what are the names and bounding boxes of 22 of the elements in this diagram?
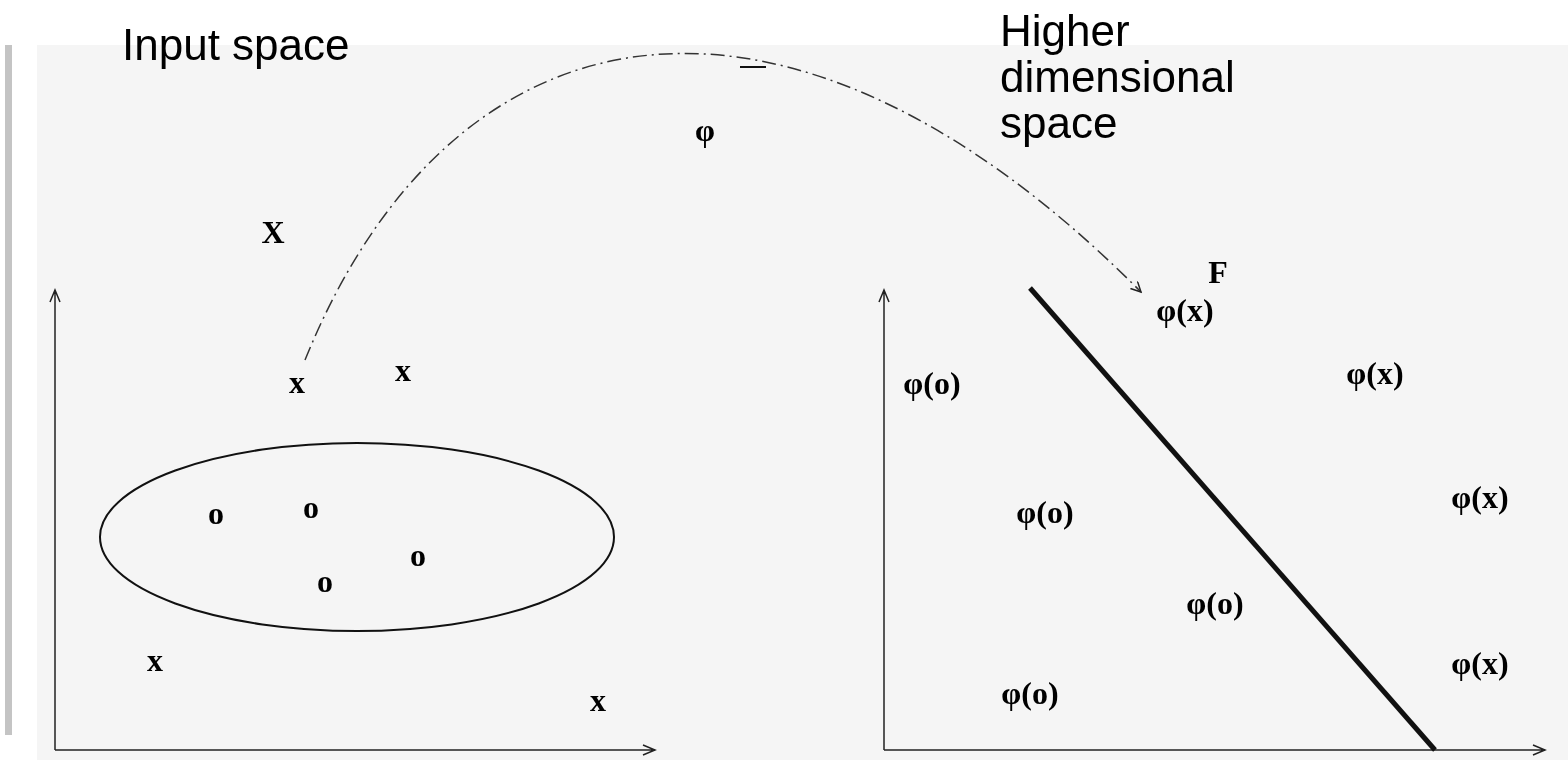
space-symbol: X xyxy=(261,216,285,248)
data-point: φ(x) xyxy=(1451,481,1509,513)
data-point: x xyxy=(289,366,305,398)
mapping-arrow xyxy=(304,54,1142,361)
data-point: x xyxy=(147,644,163,676)
data-point: o xyxy=(303,491,319,523)
data-point: φ(x) xyxy=(1156,294,1214,326)
data-point: φ(o) xyxy=(1186,587,1244,619)
data-point: φ(x) xyxy=(1451,647,1509,679)
data-point: o xyxy=(317,565,333,597)
data-point: x xyxy=(395,354,411,386)
data-point: φ(x) xyxy=(1346,357,1404,389)
data-point: o xyxy=(410,539,426,571)
data-point: φ(o) xyxy=(903,367,961,399)
space-heading: Input space xyxy=(122,22,350,69)
data-point: φ(o) xyxy=(1001,677,1059,709)
data-point: φ(o) xyxy=(1016,496,1074,528)
space-heading: Higher dimensional space xyxy=(1000,8,1236,147)
ellipse-region xyxy=(98,441,616,633)
data-point: x xyxy=(590,684,606,716)
space-symbol: F xyxy=(1208,256,1228,288)
data-point: o xyxy=(208,497,224,529)
